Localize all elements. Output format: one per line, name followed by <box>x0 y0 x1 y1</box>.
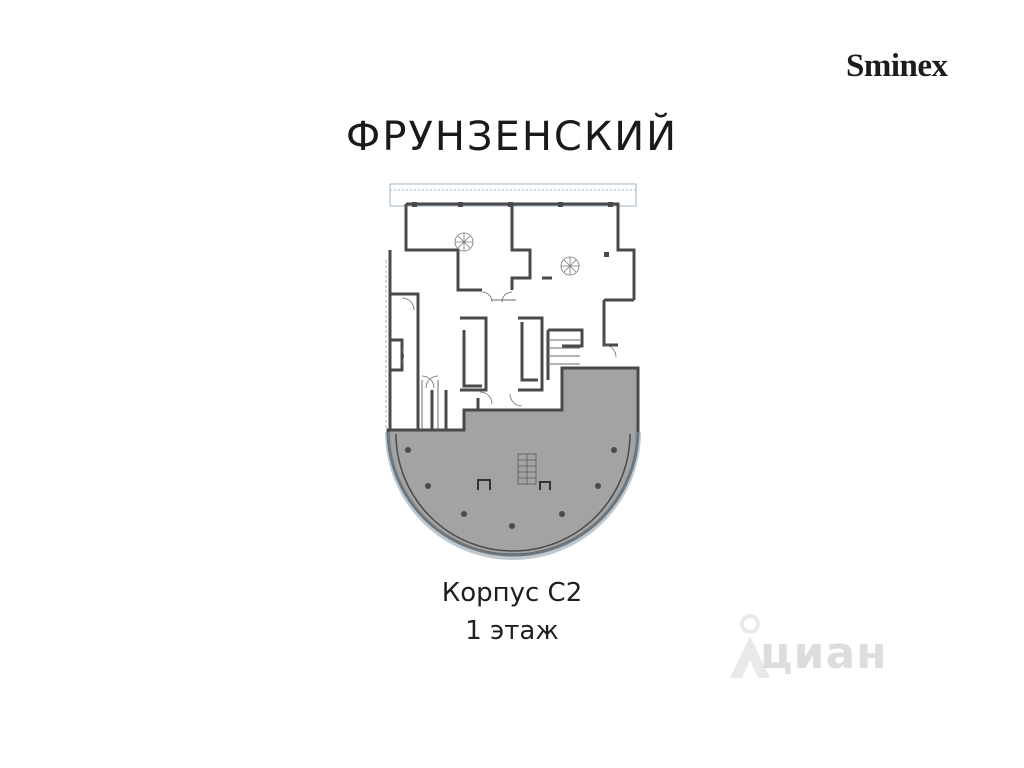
spiral-stairs <box>454 232 580 276</box>
floor-plan <box>385 183 641 560</box>
highlight-stair <box>517 453 537 485</box>
floor-caption: 1 этаж <box>465 616 559 646</box>
columns <box>405 202 617 529</box>
page-title: ФРУНЗЕНСКИЙ <box>345 114 679 160</box>
walls <box>388 202 636 430</box>
interior-lines <box>421 299 580 430</box>
sminex-logo: Sminex <box>846 48 948 84</box>
building-caption: Корпус С2 <box>441 578 583 608</box>
watermark-text: циан <box>760 628 888 679</box>
door-swings <box>401 291 617 407</box>
cian-watermark-icon <box>730 614 770 678</box>
